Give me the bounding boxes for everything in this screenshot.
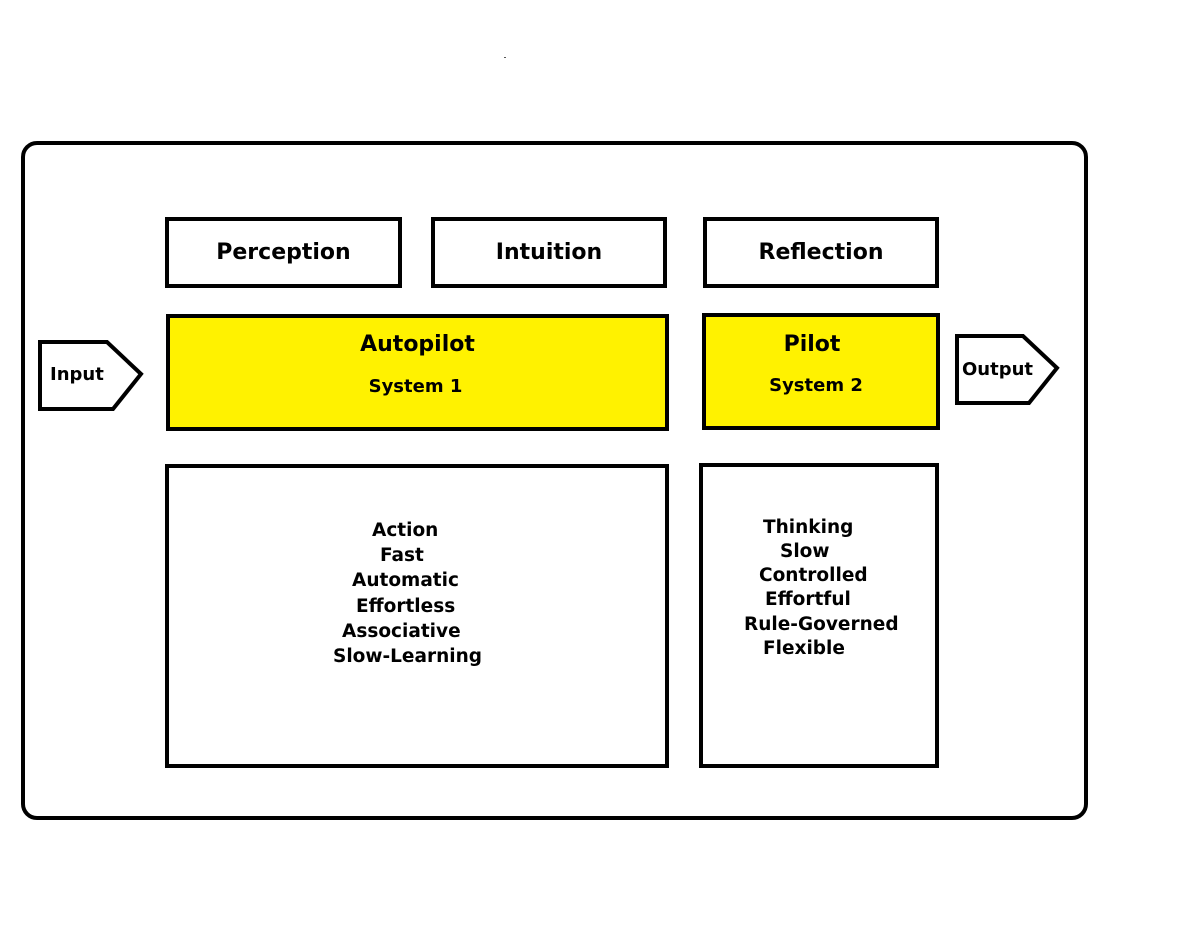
pilot-trait: Flexible [763,638,845,659]
pilot-box: Pilot System 2 [702,313,940,430]
autopilot-box: Autopilot System 1 [166,314,669,431]
intuition-label: Intuition [495,240,603,265]
pilot-trait: Slow [780,541,830,562]
pilot-title: Pilot [783,332,841,357]
intuition-label-box: Intuition [431,217,667,288]
pilot-trait: Effortful [765,589,851,610]
autopilot-traits-box [165,464,669,768]
diagram-frame [21,141,1088,820]
output-arrow-icon [955,334,1060,405]
pilot-subtitle: System 2 [769,375,863,396]
autopilot-trait: Automatic [352,570,459,591]
perception-label: Perception [216,240,351,265]
autopilot-subtitle: System 1 [368,376,463,397]
perception-label-box: Perception [165,217,402,288]
pilot-trait: Rule-Governed [744,614,899,635]
autopilot-trait: Fast [380,545,424,566]
pilot-traits-box [699,463,939,768]
output-label: Output [962,359,1034,380]
stray-dot [504,57,506,58]
autopilot-trait: Effortless [356,596,456,617]
reflection-label: Reflection [758,240,884,265]
input-label: Input [50,364,104,385]
pilot-trait: Thinking [763,517,854,538]
autopilot-trait: Associative [342,621,461,642]
autopilot-trait: Slow-Learning [333,646,483,667]
input-arrow-icon [38,340,144,411]
reflection-label-box: Reflection [703,217,939,288]
autopilot-title: Autopilot [360,332,475,357]
pilot-trait: Controlled [759,565,868,586]
autopilot-trait: Action [372,520,439,541]
